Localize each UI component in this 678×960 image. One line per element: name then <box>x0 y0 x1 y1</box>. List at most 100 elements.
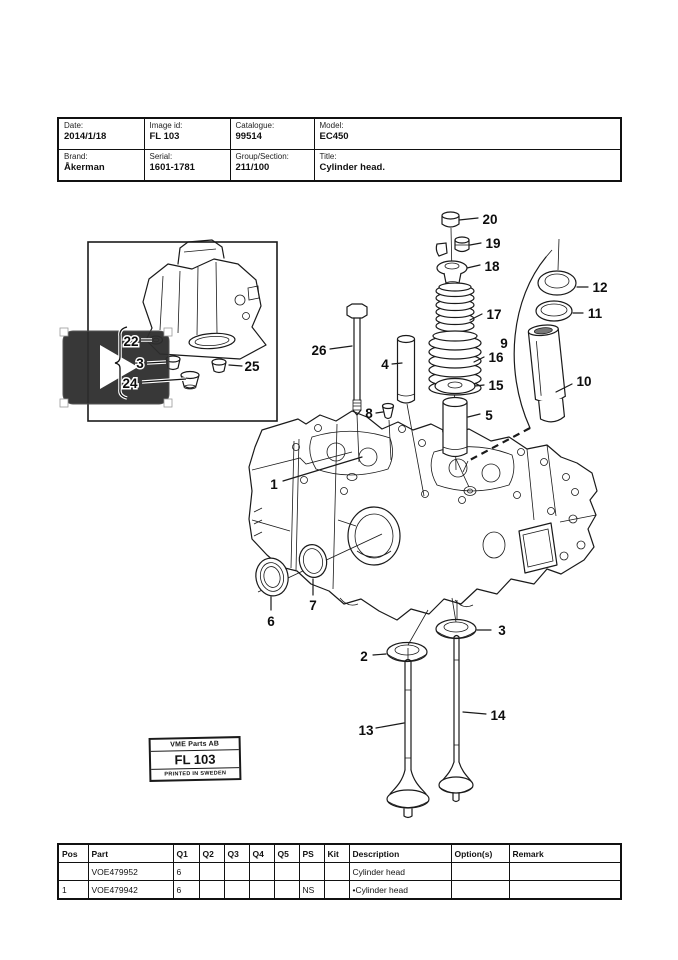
date-label: Date: <box>64 121 84 130</box>
bracket-9 <box>513 256 547 429</box>
serial-value: 1601-1781 <box>149 162 195 173</box>
meta-cell-serial: Serial: 1601-1781 <box>143 149 231 182</box>
catalogue-label: Catalogue: <box>235 121 275 130</box>
callout-23: 3 <box>136 356 144 371</box>
meta-cell-brand: Brand: Åkerman <box>57 149 145 182</box>
callout-6: 6 <box>267 614 275 629</box>
cell-ps <box>298 862 325 881</box>
callout-3: 3 <box>498 623 506 638</box>
callout-13: 13 <box>358 723 374 738</box>
callout-25: 25 <box>244 359 260 374</box>
part-15-washer <box>434 377 476 395</box>
cell-q1: 6 <box>172 880 200 900</box>
group-section-value: 211/100 <box>235 162 270 173</box>
col-pos: Pos <box>57 843 89 863</box>
callout-12: 12 <box>592 280 607 295</box>
image-id-label: Image id: <box>149 121 183 130</box>
col-options: Option(s) <box>450 843 510 863</box>
callout-5: 5 <box>485 408 493 423</box>
part-26-stud <box>346 303 368 463</box>
stamp-printed-in: PRINTED IN SWEDEN <box>164 770 227 778</box>
col-ps: PS <box>298 843 325 863</box>
col-part: Part <box>87 843 174 863</box>
callout-2: 2 <box>360 649 368 664</box>
part-20-cap <box>441 211 460 228</box>
cell-q5 <box>273 880 300 900</box>
cell-remark <box>508 880 622 900</box>
cell-kit <box>323 862 350 881</box>
callout-17: 17 <box>486 307 501 322</box>
vme-parts-stamp: VME Parts AB FL 103 PRINTED IN SWEDEN <box>148 736 242 782</box>
cell-q5 <box>273 862 300 881</box>
leader-24 <box>141 378 187 383</box>
callout-labels: 20 19 18 17 16 15 5 12 11 9 10 26 4 8 1 … <box>267 212 607 738</box>
selection-handles[interactable] <box>59 327 173 408</box>
col-remark: Remark <box>508 843 622 863</box>
part-18-retainer <box>436 260 468 287</box>
title-value: Cylinder head. <box>319 162 385 173</box>
callout-24: 24 <box>122 376 138 391</box>
table-row[interactable]: 1 VOE479942 6 NS •Cylinder head <box>57 880 622 900</box>
part-5-valve-guide <box>442 396 470 488</box>
cell-q3 <box>223 880 250 900</box>
col-kit: Kit <box>323 843 350 863</box>
catalogue-value: 99514 <box>235 131 262 142</box>
col-q5: Q5 <box>273 843 300 863</box>
callout-18: 18 <box>484 259 500 274</box>
cell-pos <box>57 862 89 881</box>
callout-9: 9 <box>500 336 508 351</box>
leader-lines <box>270 217 589 729</box>
callout-10: 10 <box>576 374 591 389</box>
callout-8: 8 <box>365 406 373 421</box>
part-11-ring <box>535 300 573 322</box>
meta-cell-image-id: Image id: FL 103 <box>143 117 231 150</box>
callout-11: 11 <box>588 306 603 321</box>
col-q1: Q1 <box>172 843 200 863</box>
callout-14: 14 <box>490 708 506 723</box>
leader-23 <box>146 361 167 364</box>
parts-table-header-row: Pos Part Q1 Q2 Q3 Q4 Q5 PS Kit Descripti… <box>57 843 622 863</box>
date-value: 2014/1/18 <box>64 131 107 142</box>
cell-q4 <box>248 880 275 900</box>
brand-label: Brand: <box>64 152 88 161</box>
callout-15: 15 <box>488 378 504 393</box>
callout-7: 7 <box>309 598 317 613</box>
group-section-label: Group/Section: <box>235 152 289 161</box>
callout-16: 16 <box>488 350 504 365</box>
cell-description: Cylinder head <box>348 862 452 881</box>
part-8-plug <box>381 402 395 461</box>
part-13-valve <box>386 658 430 819</box>
meta-cell-date: Date: 2014/1/18 <box>57 117 145 150</box>
meta-cell-group-section: Group/Section: 211/100 <box>229 149 315 182</box>
cell-q4 <box>248 862 275 881</box>
leader-25 <box>228 364 243 367</box>
model-label: Model: <box>319 121 344 130</box>
cell-pos: 1 <box>57 880 89 900</box>
cell-q1: 6 <box>172 862 200 881</box>
callout-20: 20 <box>482 212 497 227</box>
cell-q3 <box>223 862 250 881</box>
cell-description: •Cylinder head <box>348 880 452 900</box>
cell-options <box>450 862 510 881</box>
cell-part: VOE479952 <box>87 862 174 881</box>
part-14-valve <box>438 634 474 803</box>
table-row[interactable]: VOE479952 6 Cylinder head <box>57 862 622 881</box>
overlay-top-labels: 22 3 24 <box>114 325 187 400</box>
part-25-cap <box>211 358 227 374</box>
serial-label: Serial: <box>149 152 173 161</box>
group-bracket <box>114 326 128 399</box>
part-19-keepers <box>435 236 470 257</box>
col-q3: Q3 <box>223 843 250 863</box>
part-7-oring <box>298 544 328 578</box>
cell-q2 <box>198 862 225 881</box>
meta-cell-model: Model: EC450 <box>313 117 622 150</box>
cell-ps: NS <box>298 880 325 900</box>
stamp-image-id: FL 103 <box>150 750 240 770</box>
col-description: Description <box>348 843 452 863</box>
cell-q2 <box>198 880 225 900</box>
brand-value: Åkerman <box>64 162 105 173</box>
part-17-inner-spring <box>435 282 475 333</box>
part-2-seat-ring <box>386 641 428 663</box>
video-play-button[interactable] <box>59 327 173 408</box>
